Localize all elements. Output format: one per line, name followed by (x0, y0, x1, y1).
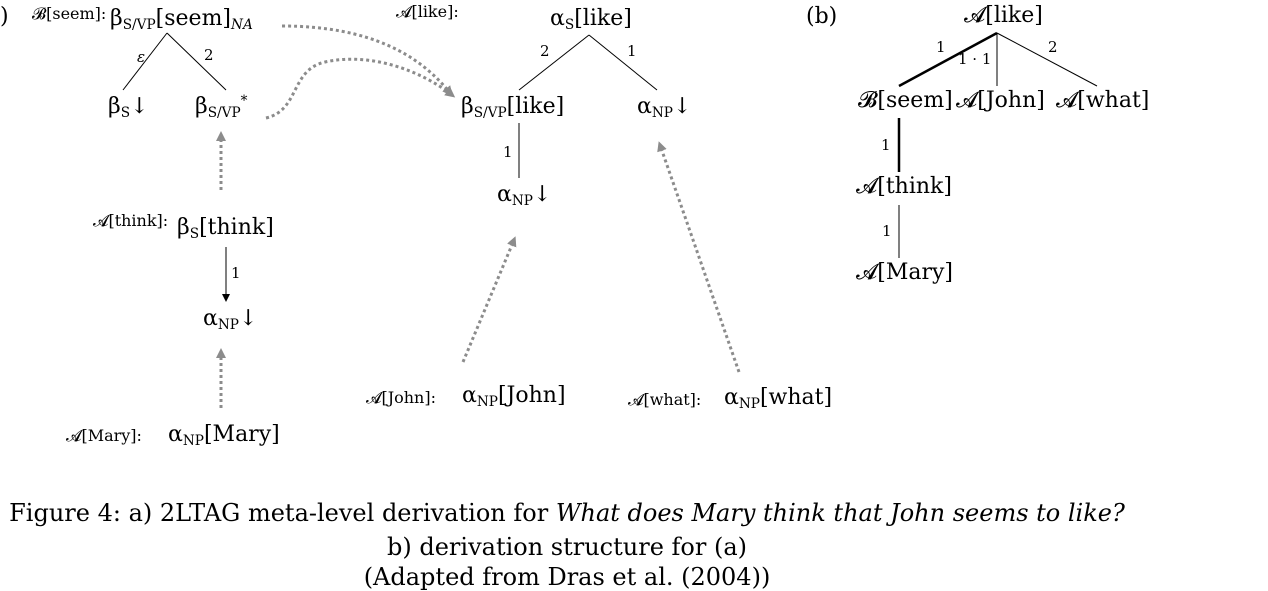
seem-right-edge-label: 2 (204, 46, 214, 64)
what-tree-label: 𝓐[what]: (628, 390, 702, 409)
like-tree-label: 𝓐[like]: (396, 2, 459, 21)
b-what-node: 𝓐[what] (1056, 88, 1150, 113)
caption-line-2: b) derivation structure for (a) (387, 533, 747, 561)
b-root-node: 𝓐[like] (964, 3, 1043, 28)
what-root-node: αNP[what] (724, 385, 833, 413)
seem-left-edge-label: ε (137, 48, 146, 66)
caption-line-3: (Adapted from Dras et al. (2004)) (363, 563, 771, 591)
think-edge-label: 1 (231, 264, 241, 282)
b-john-node: 𝓐[John] (956, 88, 1045, 113)
b-edge-john-label: 1 · 1 (958, 50, 992, 68)
arrow-seem-root-to-like (281, 24, 453, 97)
caption-line-1: Figure 4: a) 2LTAG meta-level derivation… (9, 499, 1125, 527)
like-root-node: αS[like] (550, 6, 632, 34)
seem-foot-node: βS/VP* (195, 92, 248, 122)
b-mary-node: 𝓐[Mary] (856, 260, 954, 285)
arrow-seem-foot-to-like (265, 57, 456, 120)
like-left-branch (518, 34, 590, 91)
b-edge-mary-label: 1 (882, 222, 892, 240)
b-edge-what (996, 32, 1098, 87)
figure-4: ) (b) 𝓑[seem]: βS/VP[seem]NA ε 2 βS↓ βS/… (0, 2, 1150, 591)
b-seem-node: 𝓑[seem] (858, 88, 953, 113)
b-think-node: 𝓐[think] (856, 174, 952, 199)
think-tree-label: 𝓐[think]: (93, 211, 169, 230)
like-right-branch (588, 34, 658, 91)
b-edge-seem-label: 1 (936, 38, 946, 56)
panel-a-label: ) (0, 4, 9, 29)
seem-left-branch (122, 32, 168, 91)
mary-root-node: αNP[Mary] (168, 422, 280, 450)
like-left-child-node: βS/VP[like] (461, 94, 565, 122)
diagram-lines (122, 24, 1098, 408)
seem-left-leaf: βS↓ (108, 94, 149, 122)
john-root-node: αNP[John] (462, 383, 566, 411)
think-root-node: βS[think] (177, 215, 274, 243)
seem-root-node: βS/VP[seem]NA (110, 6, 253, 34)
panel-b-label: (b) (806, 4, 838, 29)
like-right-edge-label: 1 (627, 42, 637, 60)
like-left-edge-label: 2 (540, 42, 550, 60)
b-edge-what-label: 2 (1048, 38, 1058, 56)
think-leaf-node: αNP↓ (203, 306, 258, 334)
b-edge-seem (898, 31, 998, 88)
like-right-leaf-node: αNP↓ (637, 94, 692, 122)
john-tree-label: 𝓐[John]: (366, 388, 436, 407)
mary-tree-label: 𝓐[Mary]: (66, 426, 142, 445)
like-lower-edge-label: 1 (503, 143, 513, 161)
arrow-what-to-like-leaf (657, 141, 741, 373)
seem-right-branch (166, 32, 227, 91)
seem-tree-label: 𝓑[seem]: (32, 4, 107, 23)
b-edge-think-label: 1 (881, 136, 891, 154)
like-lower-leaf-node: αNP↓ (497, 182, 552, 210)
arrow-john-to-like-leaf (461, 236, 517, 363)
